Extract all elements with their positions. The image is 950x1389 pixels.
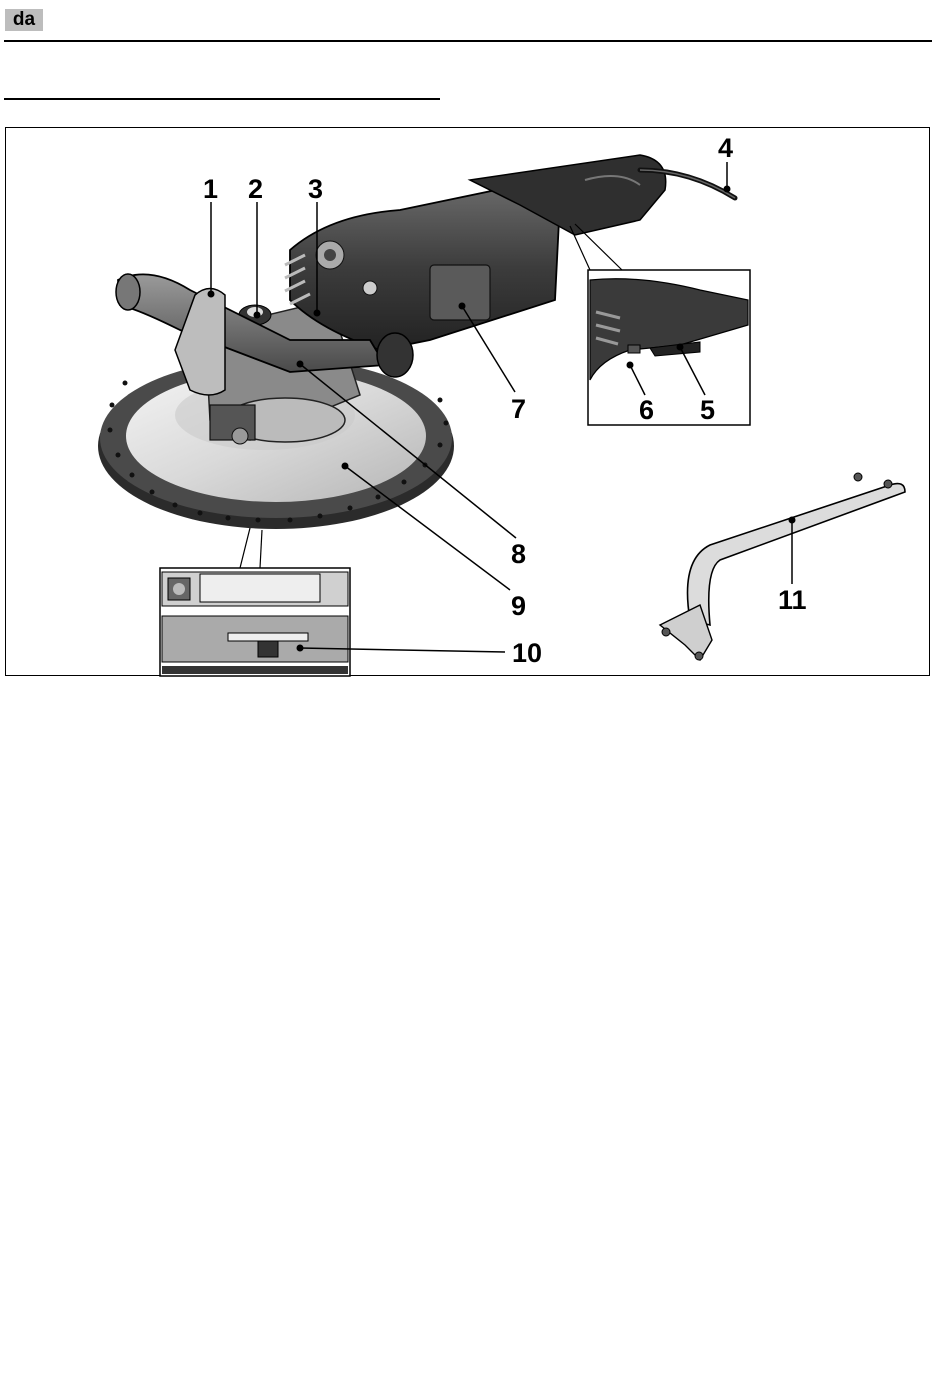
callout-3: 3 bbox=[308, 174, 323, 204]
callout-8: 8 bbox=[511, 539, 526, 569]
spanner-wrench bbox=[660, 473, 905, 660]
callout-6: 6 bbox=[639, 395, 654, 425]
callout-11: 11 bbox=[778, 585, 807, 615]
switch-detail-inset bbox=[570, 224, 750, 425]
flange-detail-inset bbox=[160, 528, 350, 676]
callout-1: 1 bbox=[203, 174, 218, 204]
callout-2: 2 bbox=[248, 174, 263, 204]
callout-5: 5 bbox=[700, 395, 715, 425]
callout-7: 7 bbox=[511, 394, 526, 424]
callout-9: 9 bbox=[511, 591, 526, 621]
callout-10: 10 bbox=[512, 638, 542, 668]
callout-4: 4 bbox=[718, 133, 733, 163]
product-illustration: 1 2 3 4 5 6 7 8 9 10 11 bbox=[0, 0, 950, 700]
